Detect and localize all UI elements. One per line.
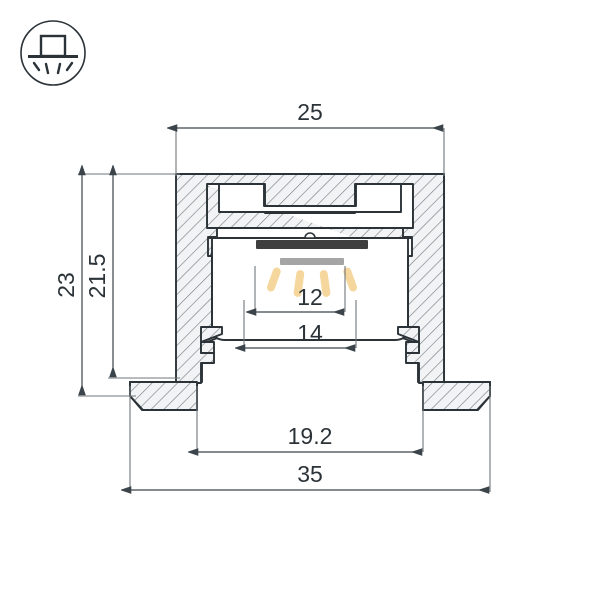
dimension-12-label: 12 xyxy=(297,284,323,310)
dimension-25-label: 25 xyxy=(297,99,323,125)
dimension-12: 12 xyxy=(256,284,344,312)
dimension-19-2-label: 19.2 xyxy=(288,423,333,449)
right-retaining-clip xyxy=(397,326,420,343)
extension-lines xyxy=(78,128,491,492)
dimension-35: 35 xyxy=(131,461,489,490)
recessed-mounting-icon xyxy=(20,20,86,86)
left-mounting-flange xyxy=(129,381,198,411)
dimension-35-label: 35 xyxy=(297,461,323,487)
left-clip-step xyxy=(200,341,215,354)
dimension-23-label: 23 xyxy=(53,272,79,298)
light-ray-3 xyxy=(319,270,331,297)
left-retaining-clip xyxy=(200,326,223,343)
right-clip-step xyxy=(405,341,420,354)
light-ray-1 xyxy=(266,267,281,292)
dimension-21-5: 21.5 xyxy=(84,175,113,377)
center-notch xyxy=(304,232,316,239)
right-mounting-flange xyxy=(422,381,491,411)
led-emitter-chip xyxy=(280,258,344,265)
light-ray-2 xyxy=(293,270,305,297)
led-pcb-strip xyxy=(256,240,368,249)
light-ray-4 xyxy=(343,267,358,292)
dimension-14-label: 14 xyxy=(297,320,323,346)
light-rays xyxy=(266,267,358,297)
dimension-21-5-label: 21.5 xyxy=(84,254,110,299)
dimension-23: 23 xyxy=(53,175,82,395)
dimension-set: 25 23 21.5 12 14 19.2 35 xyxy=(53,99,491,492)
dimension-14: 14 xyxy=(245,320,355,348)
top-groove xyxy=(218,183,402,213)
dimension-25: 25 xyxy=(177,99,443,128)
dimension-19-2: 19.2 xyxy=(198,423,422,452)
